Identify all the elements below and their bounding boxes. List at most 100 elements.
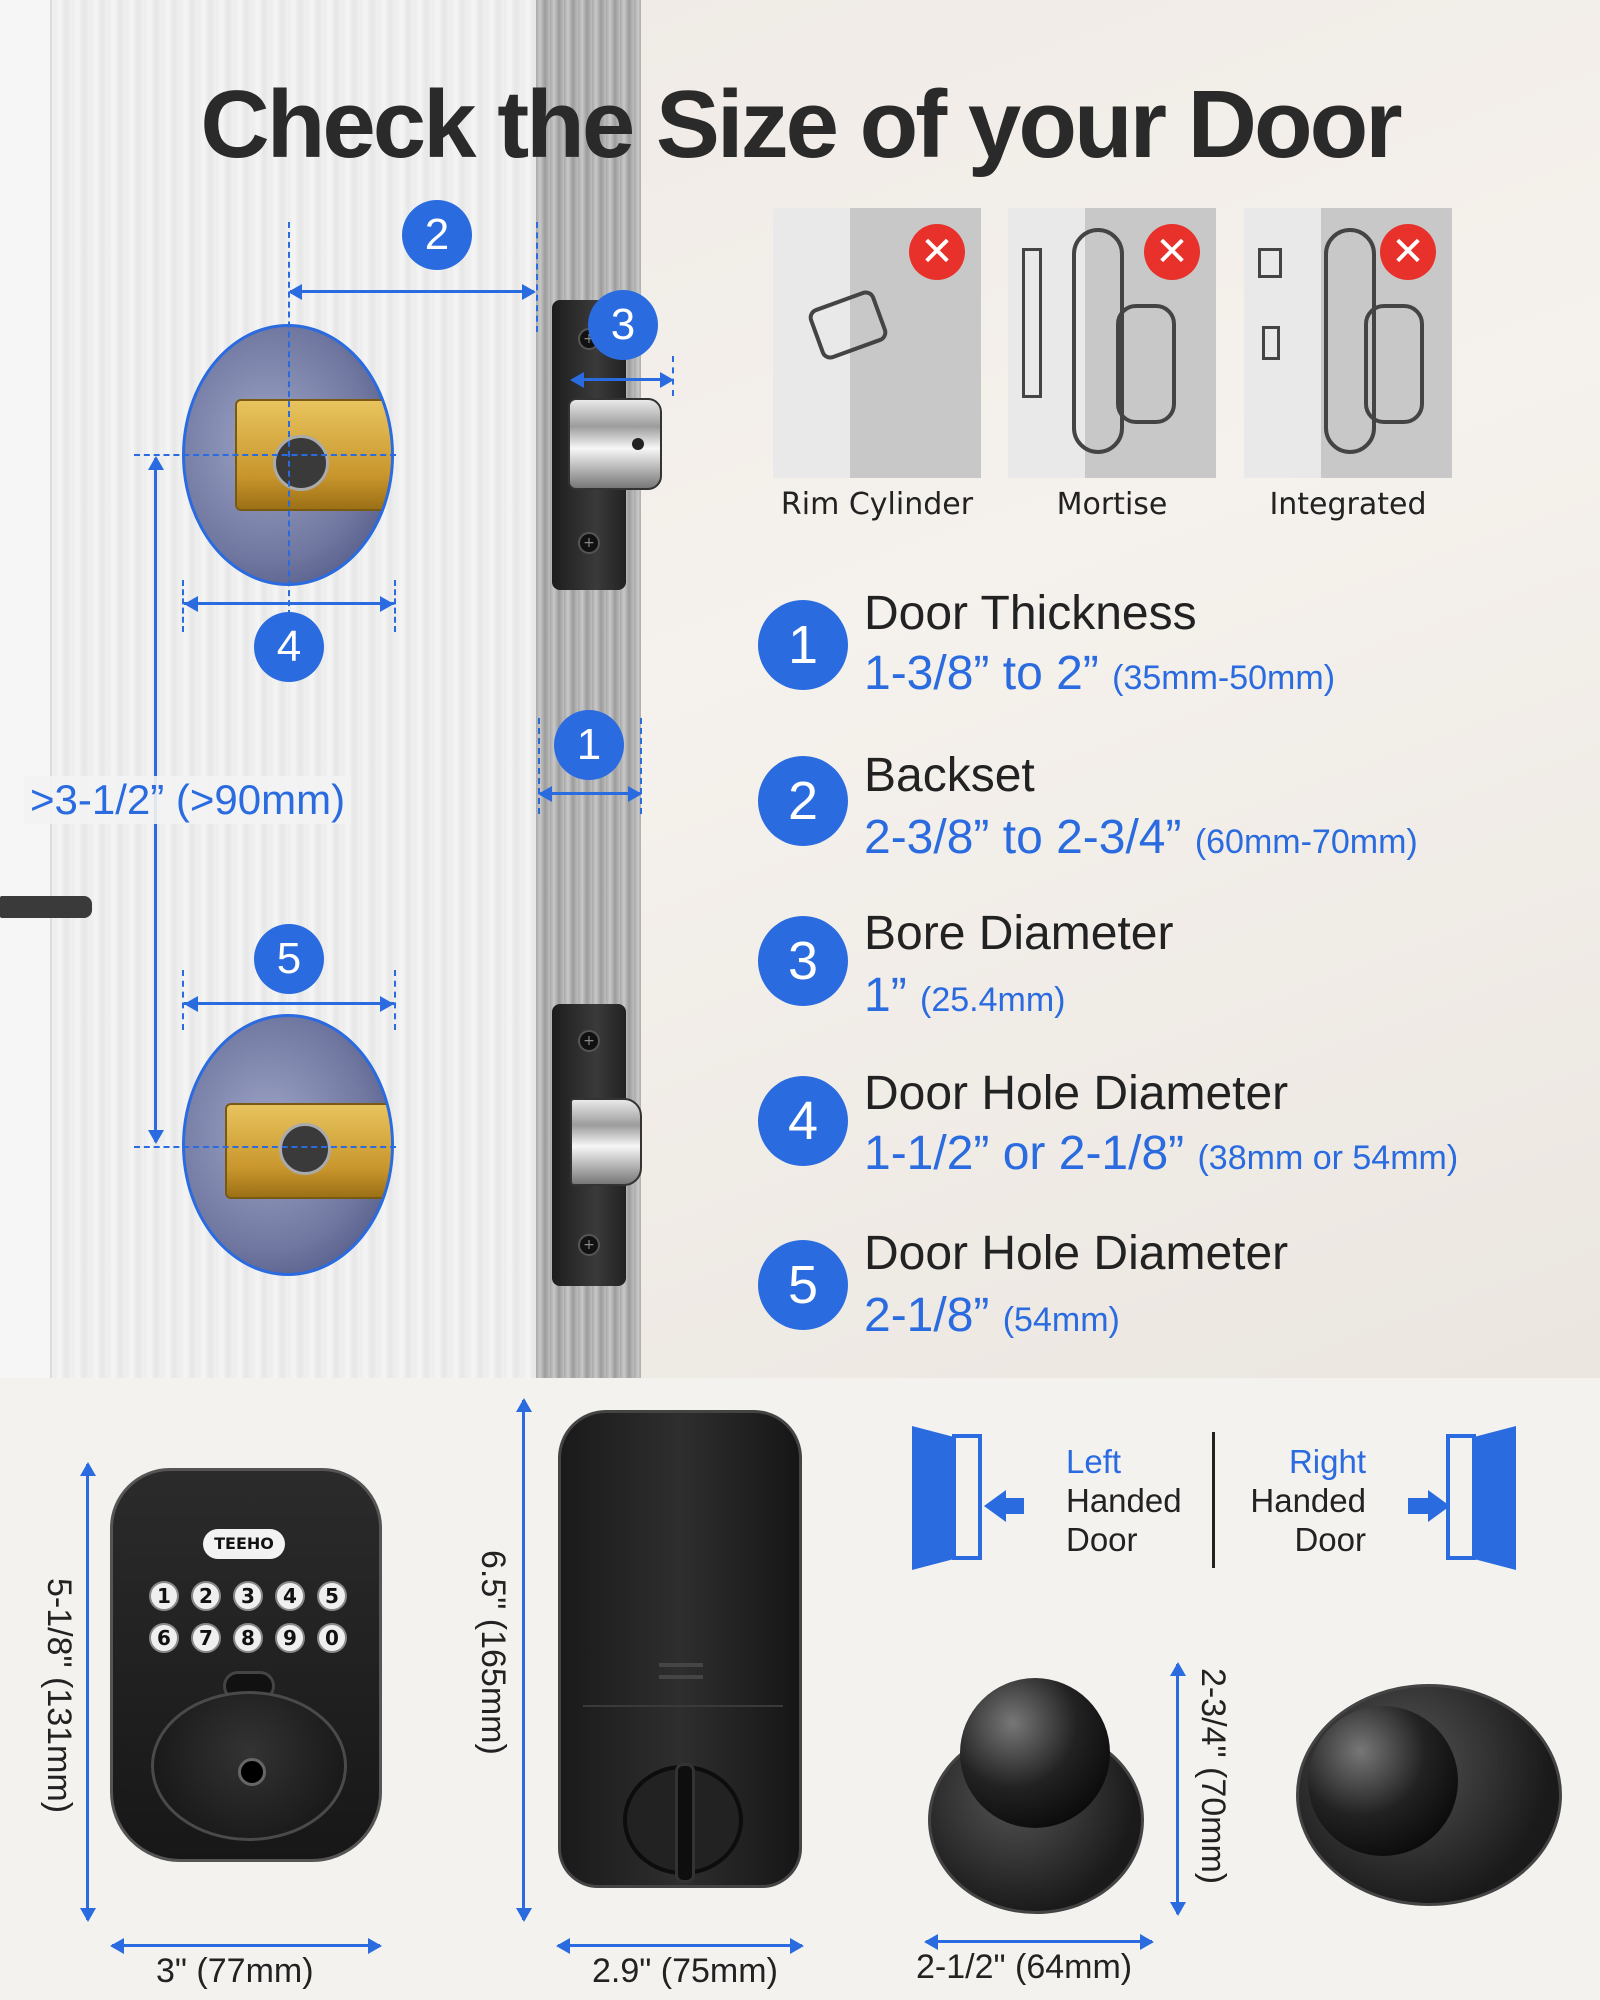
back-panel-width-dim-line [558,1944,802,1947]
hole-dim-line [184,602,394,605]
keypad-key-1: 1 [149,1581,179,1611]
arrow-right-icon [1140,1934,1154,1950]
keyhole-icon [238,1758,266,1786]
keypad-key-6: 6 [149,1623,179,1653]
spec-value-imperial: 1-1/2” or 2-1/8” [864,1127,1185,1180]
arrow-right-icon [380,996,394,1012]
dim-guide [134,1146,396,1148]
integrated-bolt-illustration [1258,248,1282,278]
spec-value-metric: (60mm-70mm) [1194,823,1418,861]
spec-value-imperial: 1-3/8” to 2” [864,647,1099,700]
knob-width-label: 2-1/2" (64mm) [916,1948,1133,1986]
badge-2: 2 [402,200,472,270]
door-word: Door [1066,1521,1138,1558]
arrow-right-icon [628,786,642,802]
keypad-width-label: 3" (77mm) [156,1952,314,1990]
thickness-dim-line [540,792,640,795]
dim-guide [182,970,184,1030]
mortise-illustration [1072,228,1124,454]
spec-badge-1: 1 [758,600,848,690]
keypad-key-8: 8 [233,1623,263,1653]
keypad-key-7: 7 [191,1623,221,1653]
spec-title: Door Hole Diameter [864,1227,1289,1280]
bore-dim-line [574,378,670,381]
dim-guide [182,580,184,632]
rim-cylinder-label: Rim Cylinder [780,487,974,522]
brand-logo: TEEHO [203,1529,285,1559]
integrated-illustration [1324,228,1376,454]
dim-guide [394,580,396,632]
arrow-right-icon [522,284,536,300]
keypad-deadbolt-front: TEEHO 1 2 3 4 5 6 7 8 9 0 [110,1468,382,1862]
screw-icon: + [578,532,600,554]
spec-door-hole-diameter-5: 5 Door Hole Diameter 2-1/8” (54mm) [758,1226,1578,1366]
arrow-shaft [1004,1498,1024,1514]
keypad-key-4: 4 [275,1581,305,1611]
arrow-left-icon [924,1934,938,1950]
door-lever-handle [0,896,92,918]
badge-5: 5 [254,924,324,994]
spec-value: 1” (25.4mm) [864,968,1066,1023]
back-panel-height-dim-line [522,1400,525,1920]
badge-3: 3 [588,290,658,360]
spec-badge-5: 5 [758,1240,848,1330]
keypad-key-9: 9 [275,1623,305,1653]
arrow-left-icon [110,1938,124,1954]
thumb-turn-bar [675,1763,695,1883]
arrow-up-icon [148,456,164,470]
keypad-height-label: 5-1/8" (131mm) [40,1578,78,1814]
mortise-latch-illustration [1022,248,1042,398]
spec-value-imperial: 1” [864,969,907,1022]
arrow-down-icon [80,1908,96,1922]
mortise-label: Mortise [1056,487,1168,522]
arrow-right-icon [790,1938,804,1954]
integrated-handle-illustration [1364,304,1424,424]
dim-guide [394,970,396,1030]
spec-badge-4: 4 [758,1076,848,1166]
spec-bore-diameter: 3 Bore Diameter 1” (25.4mm) [758,906,1578,1056]
arrow-up-icon [516,1398,532,1412]
spec-value-imperial: 2-1/8” [864,1289,990,1342]
latch-bore-photo [182,1014,394,1276]
arrow-down-icon [516,1908,532,1922]
dim-guide [672,356,674,396]
spec-value-metric: (54mm) [1002,1301,1120,1339]
integrated-card: ✕ [1244,208,1452,478]
screw-icon: + [578,1234,600,1256]
spec-value: 2-3/8” to 2-3/4” (60mm-70mm) [864,810,1418,865]
latch-hole [273,435,329,491]
arrow-up-icon [1170,1662,1186,1676]
close-icon: ✕ [909,224,965,280]
door-word: Door [1294,1521,1366,1558]
thumb-turn [623,1763,743,1883]
badge-1: 1 [554,710,624,780]
arrow-left-icon [570,372,584,388]
arrow-down-icon [1170,1902,1186,1916]
left-handed-label: Left Handed Door [1066,1442,1182,1559]
latch-bolt [570,1098,642,1186]
spec-value-metric: (38mm or 54mm) [1197,1139,1459,1177]
bolt-pin [632,438,644,450]
badge-4: 4 [254,612,324,682]
battery-cover-seam [583,1705,783,1707]
rim-cylinder-card: ✕ [773,208,981,478]
left-word: Left [1066,1443,1122,1480]
page-title: Check the Size of your Door [200,71,1402,178]
knob-height-dim-line [1176,1664,1179,1914]
knob-ball [960,1678,1110,1828]
keypad-height-dim-line [86,1464,89,1920]
spec-title: Door Thickness [864,587,1197,640]
door-trim [0,0,52,1378]
arrow-left-icon [184,996,198,1012]
dim-guide [536,222,538,332]
close-icon: ✕ [1144,224,1200,280]
keypad-key-0: 0 [317,1623,347,1653]
arrow-right-icon [1428,1490,1450,1522]
spec-value: 2-1/8” (54mm) [864,1288,1120,1343]
spec-value: 1-3/8” to 2” (35mm-50mm) [864,646,1335,701]
spec-title: Door Hole Diameter [864,1067,1289,1120]
spec-door-hole-diameter-4: 4 Door Hole Diameter 1-1/2” or 2-1/8” (3… [758,1066,1578,1216]
arrow-up-icon [80,1462,96,1476]
keypad-key-5: 5 [317,1581,347,1611]
dim-guide [538,718,540,814]
